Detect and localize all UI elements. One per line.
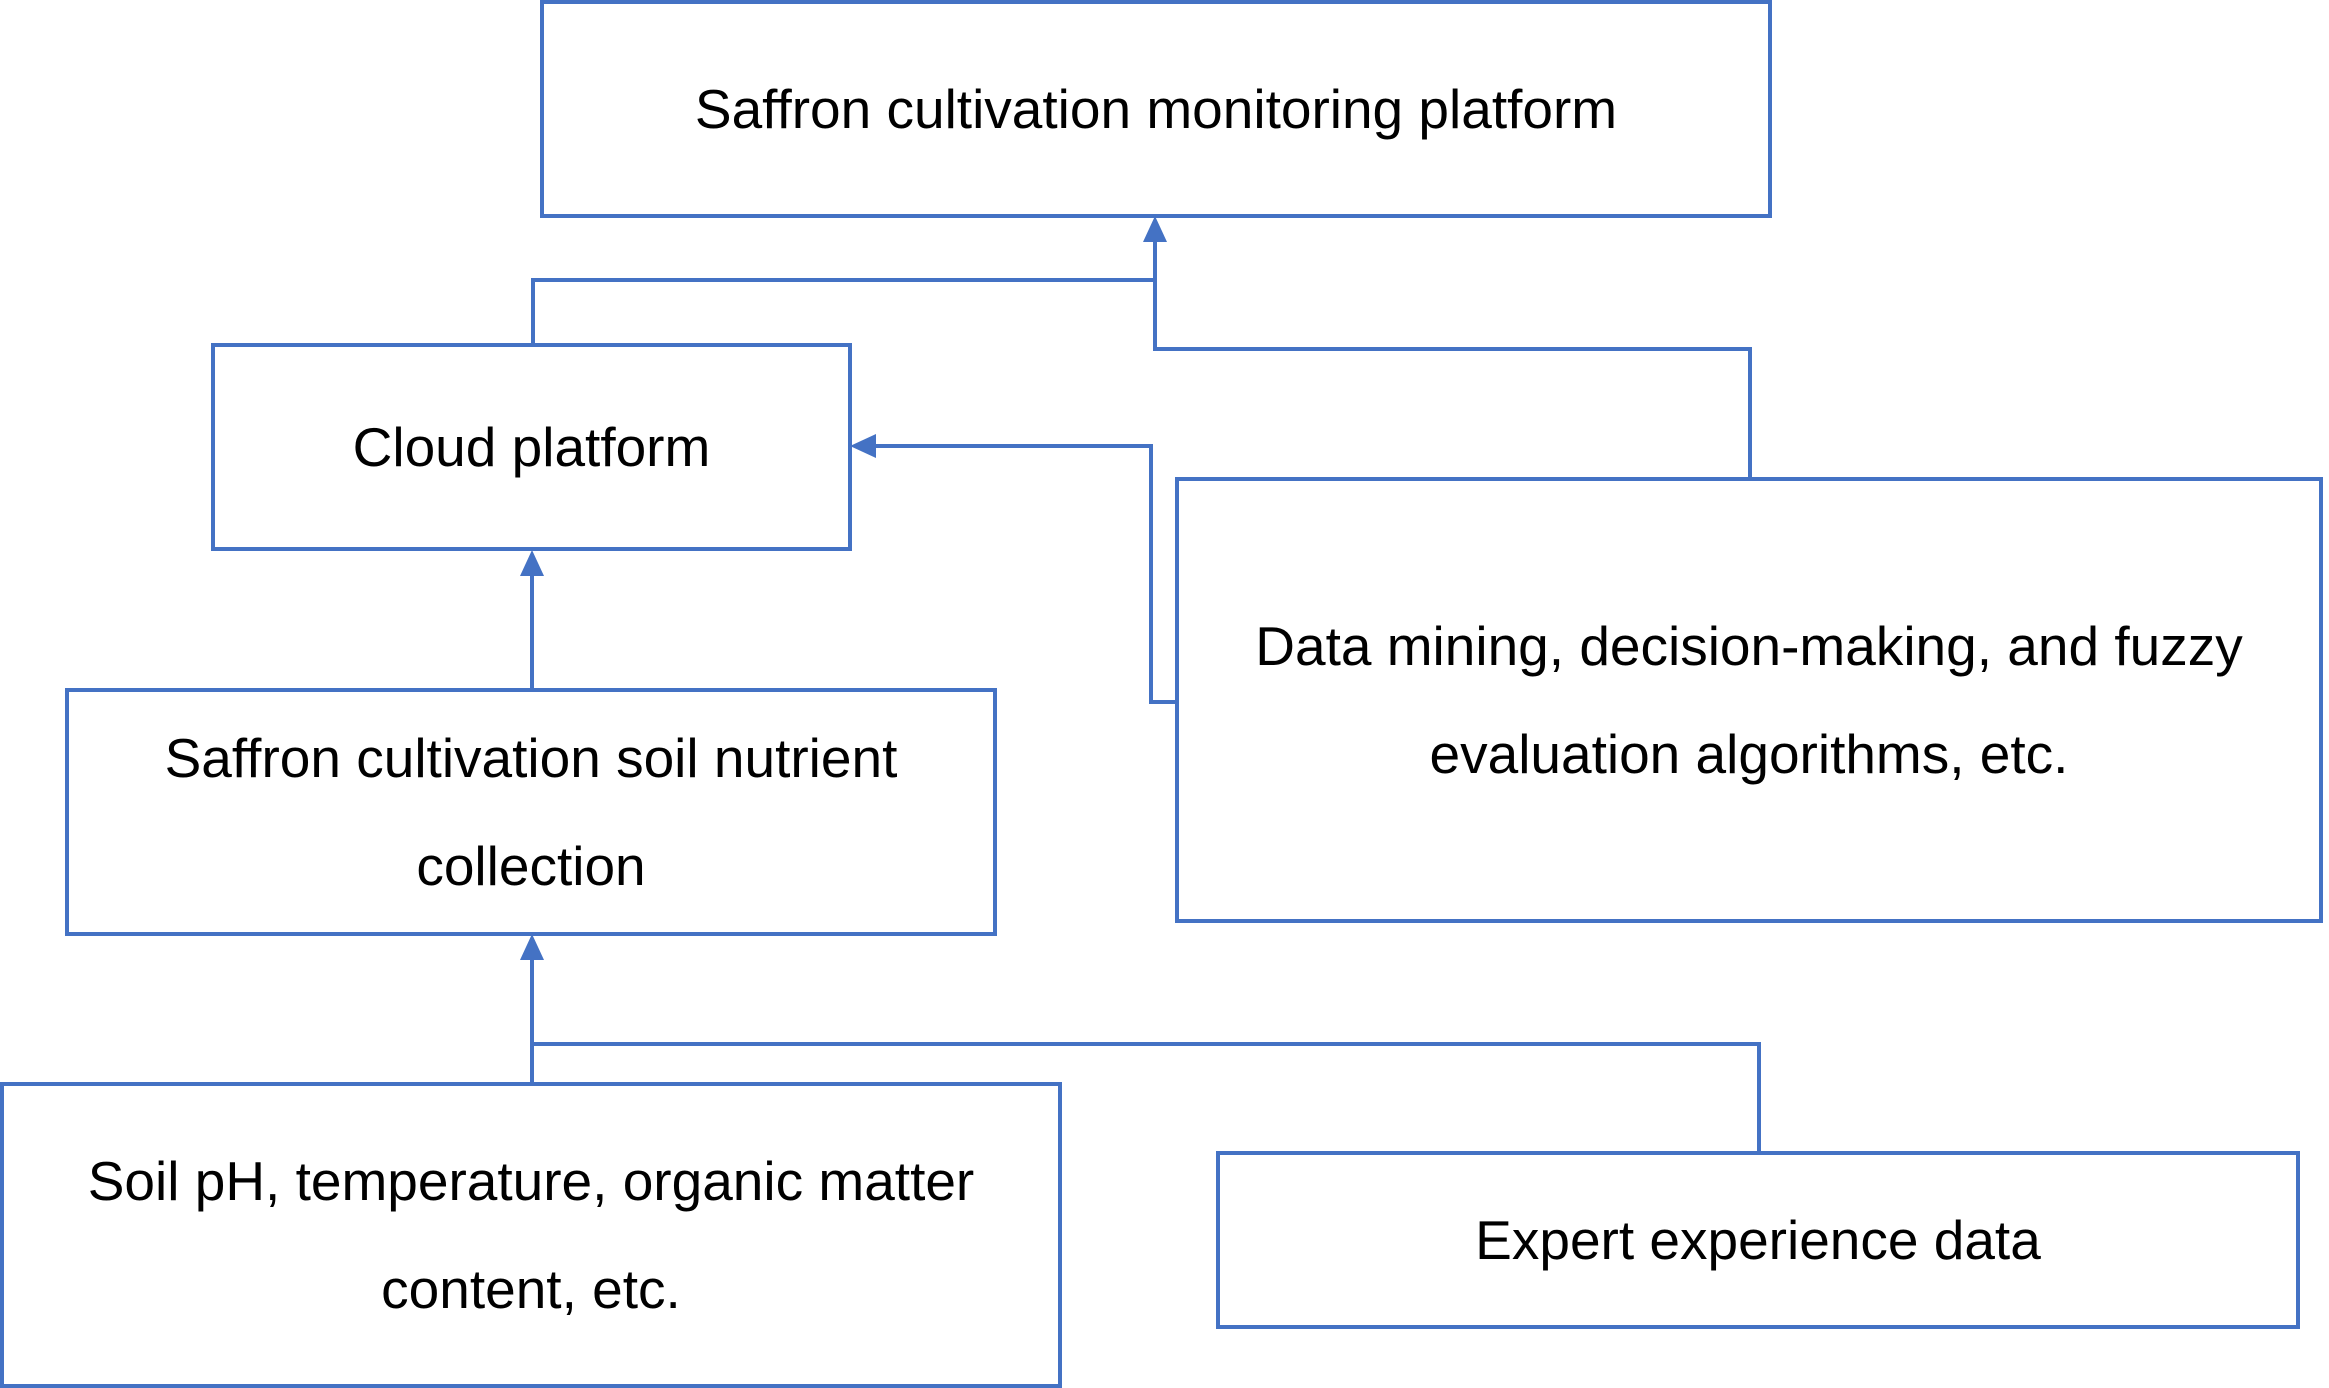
arrowhead-monitoring (1143, 216, 1167, 242)
node-algorithms: Data mining, decision-making, and fuzzy … (1175, 477, 2323, 923)
node-algorithms-label: Data mining, decision-making, and fuzzy … (1255, 615, 2243, 785)
node-expert-data-label: Expert experience data (1475, 1209, 2041, 1271)
node-cloud-platform: Cloud platform (211, 343, 852, 551)
node-soil-collection-label: Saffron cultivation soil nutrient collec… (164, 727, 898, 897)
arrowhead-cloud-right (850, 434, 876, 458)
node-soil-collection: Saffron cultivation soil nutrient collec… (65, 688, 997, 936)
node-soil-parameters-label: Soil pH, temperature, organic matter con… (87, 1150, 975, 1320)
node-expert-data: Expert experience data (1216, 1151, 2300, 1329)
edge-algorithms-to-cloud (872, 444, 1177, 704)
arrowhead-soil-collection (520, 934, 544, 960)
node-monitoring-platform: Saffron cultivation monitoring platform (540, 0, 1772, 218)
edge-expert-to-collection (530, 958, 1761, 1153)
node-monitoring-platform-label: Saffron cultivation monitoring platform (694, 78, 1618, 140)
edge-cloud-to-monitoring (531, 240, 1157, 343)
arrowhead-cloud-bottom (520, 550, 544, 576)
node-cloud-platform-label: Cloud platform (352, 416, 711, 478)
edge-algorithms-to-monitoring (1153, 240, 1752, 479)
node-soil-parameters: Soil pH, temperature, organic matter con… (0, 1082, 1062, 1388)
